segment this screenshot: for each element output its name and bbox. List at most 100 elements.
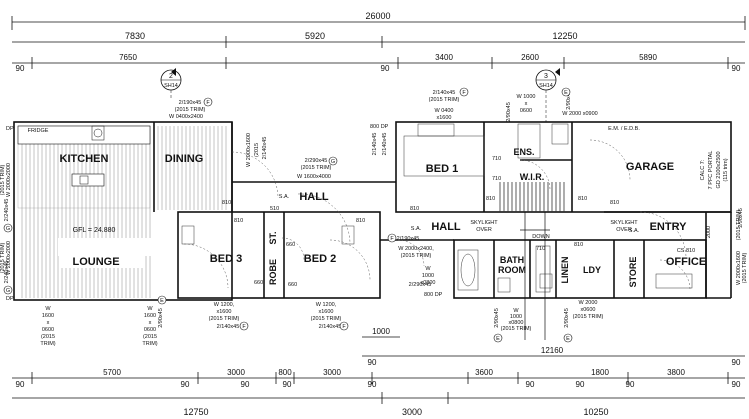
lintel-140x45-bed1: 2/140x45	[433, 90, 456, 96]
lintel-140x45-dining: 2/140x45	[262, 137, 268, 160]
dim-90-left-top: 90	[16, 64, 25, 73]
window-1600-w: W	[45, 306, 51, 312]
window-1600-trim2: TRIM)	[40, 341, 55, 347]
em-edb-label: E.M. / E.D.B.	[608, 126, 640, 132]
window-left-trim-b: (2015 TRIM)	[0, 242, 6, 273]
window-1600b-w: W	[147, 306, 153, 312]
lintel-140x45-hall-b: 2/140x45	[382, 133, 388, 156]
calc-label: CALC 7:	[700, 159, 706, 180]
dim-3800: 3800	[667, 368, 685, 377]
kitchen-floor-hatch	[17, 125, 227, 298]
lintel-290x45-bath: 2/290x45	[409, 282, 432, 288]
door-710-wir: 710	[492, 176, 501, 182]
dim-90-b9: 90	[626, 380, 635, 389]
dim-90-bl: 90	[16, 380, 25, 389]
window-2000-x0900: W 2000 x0900	[562, 111, 597, 117]
door-510-st: 510	[270, 206, 279, 212]
door-810-bed1: 810	[410, 206, 419, 212]
window-dining-2000: W 2000x1600	[246, 133, 252, 167]
tag-f-3: F	[390, 236, 394, 242]
section-marker-3-sheet: SH14	[539, 83, 553, 89]
window-1200b-h: x1600	[319, 309, 334, 315]
window-0400x2400: W 0400x2400	[169, 114, 203, 120]
lintel-190x45-hall2: 2/190x45	[397, 236, 420, 242]
gfl-label: GFL = 24.880	[73, 227, 116, 234]
dim-5920: 5920	[305, 31, 325, 41]
window-1600-v: 1600	[42, 313, 54, 319]
window-1600b-v: 1600	[144, 313, 156, 319]
window-2000x2400: W 2000x2400,	[398, 246, 434, 252]
window-right-trim: (2015 TRIM)	[742, 252, 748, 283]
dim-12250: 12250	[552, 31, 577, 41]
window-labels: W 0400x2400 W 1600x4000 W 0400 x1600 W 1…	[0, 94, 748, 347]
room-linen: LINEN	[560, 257, 570, 284]
door-810-bed2: 810	[356, 218, 365, 224]
door-810-entry: 810	[610, 200, 619, 206]
window-1200b-trim: (2015 TRIM)	[311, 316, 342, 322]
smoke-alarm-1: S.A.	[279, 194, 290, 200]
room-garage: GARAGE	[626, 161, 674, 173]
window-1200b: W 1200,	[316, 302, 337, 308]
section-marker-2: 2 SH14	[160, 68, 182, 100]
dim-90-b7: 90	[526, 380, 535, 389]
lintel-290x45-hall-trim: (2015 TRIM)	[301, 165, 332, 171]
lintel-labels: 2/190x45 (2015 TRIM) 2/140x45 (2015 TRIM…	[4, 90, 744, 330]
section-marker-3-number: 3	[544, 73, 548, 80]
window-right-2000x1600: W 2000x1600	[736, 251, 742, 285]
door-710-ens: 710	[492, 156, 501, 162]
smoke-alarm-2: S.A.	[411, 226, 422, 232]
lintel-90x45-garage: 2/90x45	[566, 90, 572, 110]
top-dimensions: 26000 7830 5920 12250 7650 3400 2600 589…	[11, 11, 746, 73]
room-bath: BATH	[500, 255, 524, 265]
dim-3000-b: 3000	[323, 368, 341, 377]
dim-5890: 5890	[639, 53, 657, 62]
dim-3000-a: 3000	[227, 368, 245, 377]
window-1600b-0600: 0600	[144, 327, 156, 333]
walls	[13, 121, 732, 301]
skylight-2: SKYLIGHT	[610, 220, 638, 226]
window-2000x2400-trim: (2015 TRIM)	[401, 253, 432, 259]
dp-label-3: 800 DP	[370, 124, 389, 130]
dim-90-b2: 90	[732, 358, 741, 367]
lintel-240x45-b: 2/240x45	[4, 261, 10, 284]
dim-3400: 3400	[435, 53, 453, 62]
window-1000b-h: x0800	[509, 320, 524, 326]
window-1600x4000: W 1600x4000	[297, 174, 331, 180]
door-710-linen: 710	[536, 246, 545, 252]
dim-7650: 7650	[119, 53, 137, 62]
door-660-robe: 660	[286, 242, 295, 248]
section-marker-3: 3 SH14	[535, 68, 560, 122]
bottom-dimensions: 1000 12160 90 90 5700 3000 800 3000 3600…	[12, 327, 745, 417]
smoke-alarm-3: S.A.	[629, 228, 640, 234]
door-810-bed3: 810	[234, 218, 243, 224]
tag-f-2: F	[462, 90, 466, 96]
dim-5700: 5700	[103, 368, 121, 377]
dim-90-b6: 90	[368, 380, 377, 389]
room-bed-2: BED 2	[304, 253, 336, 265]
cs-810-label: CS 810	[677, 248, 695, 254]
door-660-bed2: 660	[288, 282, 297, 288]
room-robe: ROBE	[268, 259, 278, 285]
tag-e-4: E	[160, 298, 164, 304]
room-ensuite: ENS.	[513, 147, 534, 157]
wir-hatch	[499, 182, 565, 212]
door-810-hall: 810	[486, 196, 495, 202]
dim-1800: 1800	[591, 368, 609, 377]
tag-e-2: E	[496, 336, 500, 342]
window-2000-0600: W 2000	[579, 300, 598, 306]
door-810-ldy: 810	[574, 242, 583, 248]
room-storage: ST.	[268, 231, 278, 244]
fridge-label: FRIDGE	[28, 128, 49, 134]
tag-e-1: E	[564, 90, 568, 96]
annotations: FRIDGE GFL = 24.880 DOWN SKYLIGHT OVER S…	[6, 124, 729, 302]
lintel-190x45: 2/190x45	[179, 100, 202, 106]
dim-7830: 7830	[125, 31, 145, 41]
door-810-garage: 810	[578, 196, 587, 202]
room-wir: W.I.R.	[520, 172, 545, 182]
skylight-2-over: OVER	[616, 227, 632, 233]
window-1600b-trim2: TRIM)	[142, 341, 157, 347]
dim-12160: 12160	[541, 346, 564, 355]
window-1600-x: x	[47, 320, 50, 326]
room-entry: ENTRY	[650, 221, 688, 233]
total-length: 26000	[365, 11, 390, 21]
